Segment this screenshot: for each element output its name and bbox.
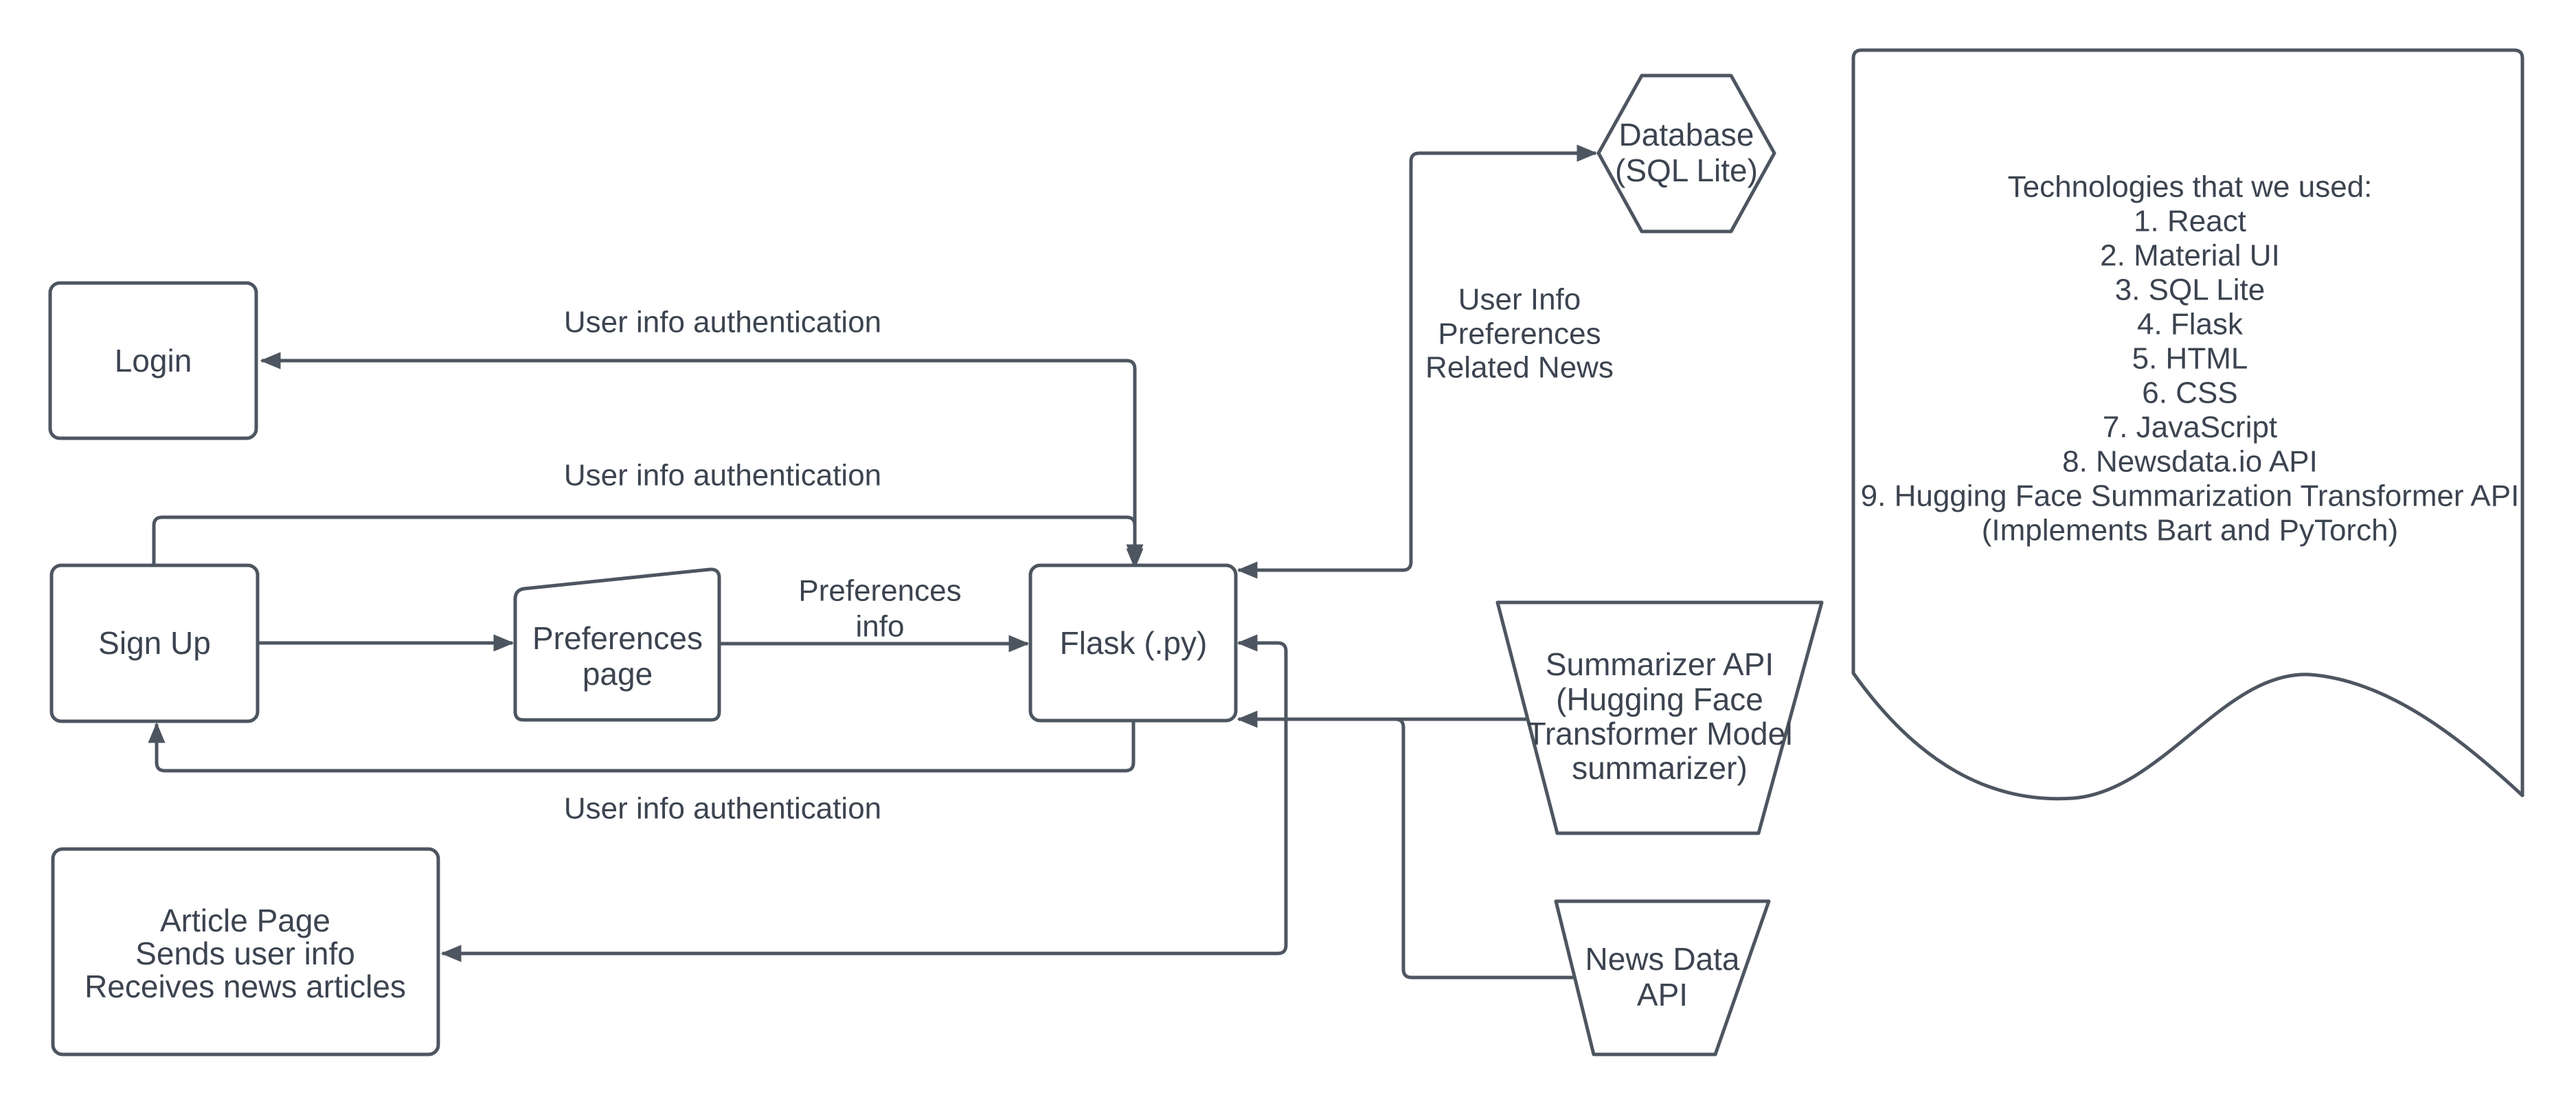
node-summarizer-line1: Summarizer API <box>1546 646 1774 682</box>
node-article-line2: Sends user info <box>135 936 355 971</box>
label-db-payload-line1: User Info <box>1458 283 1581 317</box>
node-signup-label: Sign Up <box>98 625 211 661</box>
technologies-item-2: 2. Material UI <box>2100 239 2280 273</box>
node-login <box>48 281 258 440</box>
technologies-item-5: 5. HTML <box>2132 342 2248 376</box>
technologies-item-9: 9. Hugging Face Summarization Transforme… <box>1861 479 2520 513</box>
node-technologies-doc <box>1851 48 2524 801</box>
technologies-item-4: 4. Flask <box>2137 308 2244 341</box>
technologies-item-6: 6. CSS <box>2142 376 2237 410</box>
node-article-page <box>51 847 440 1056</box>
technologies-item-3: 3. SQL Lite <box>2115 273 2266 307</box>
label-preferences-info-line1: Preferences <box>798 574 961 608</box>
edge-signup-flask <box>152 515 1144 565</box>
nodes: Login Sign Up Preferences page Flask (.p… <box>48 48 2524 1056</box>
node-flask-label: Flask (.py) <box>1060 625 1208 661</box>
label-db-payload-line3: Related News <box>1425 351 1614 385</box>
technologies-item-1: 1. React <box>2134 205 2246 238</box>
label-auth-mid: User info authentication <box>564 459 881 493</box>
node-summarizer-api <box>1495 600 1824 835</box>
node-article-line1: Article Page <box>160 903 330 938</box>
node-flask <box>1028 563 1238 723</box>
edge-flask-signup-return <box>148 721 1136 773</box>
node-newsdata-line1: News Data <box>1585 941 1740 977</box>
edges <box>148 144 1598 980</box>
node-summarizer-line2: (Hugging Face <box>1556 681 1763 717</box>
node-article-line3: Receives news articles <box>84 969 406 1004</box>
label-auth-top: User info authentication <box>564 306 881 339</box>
node-database-line1: Database <box>1619 117 1754 152</box>
technologies-item-9b: (Implements Bart and PyTorch) <box>1982 514 2398 547</box>
edge-flask-login <box>260 352 1144 569</box>
node-login-label: Login <box>115 343 192 378</box>
node-news-data-api <box>1554 899 1771 1056</box>
technologies-item-8: 8. Newsdata.io API <box>2062 445 2318 479</box>
edge-flask-database <box>1236 144 1598 579</box>
node-database-line2: (SQL Lite) <box>1615 152 1758 188</box>
node-database <box>1596 74 1776 234</box>
edge-labels: User info authentication User info authe… <box>564 283 1614 826</box>
edge-newsdata-flask <box>1243 717 1573 980</box>
node-preferences-page-line1: Preferences <box>532 620 703 656</box>
node-summarizer-line3: Transformer Model <box>1527 716 1793 751</box>
node-preferences-page-line2: page <box>583 656 653 692</box>
edge-flask-article <box>440 634 1288 962</box>
label-preferences-info-line2: info <box>856 610 905 644</box>
label-auth-bottom: User info authentication <box>564 792 881 826</box>
node-preferences-page <box>513 567 721 722</box>
technologies-item-7: 7. JavaScript <box>2103 411 2277 444</box>
node-newsdata-line2: API <box>1637 977 1688 1013</box>
node-summarizer-line4: summarizer) <box>1572 750 1748 786</box>
node-signup <box>49 563 260 723</box>
label-db-payload-line2: Preferences <box>1438 317 1601 351</box>
technologies-title: Technologies that we used: <box>2008 170 2373 204</box>
